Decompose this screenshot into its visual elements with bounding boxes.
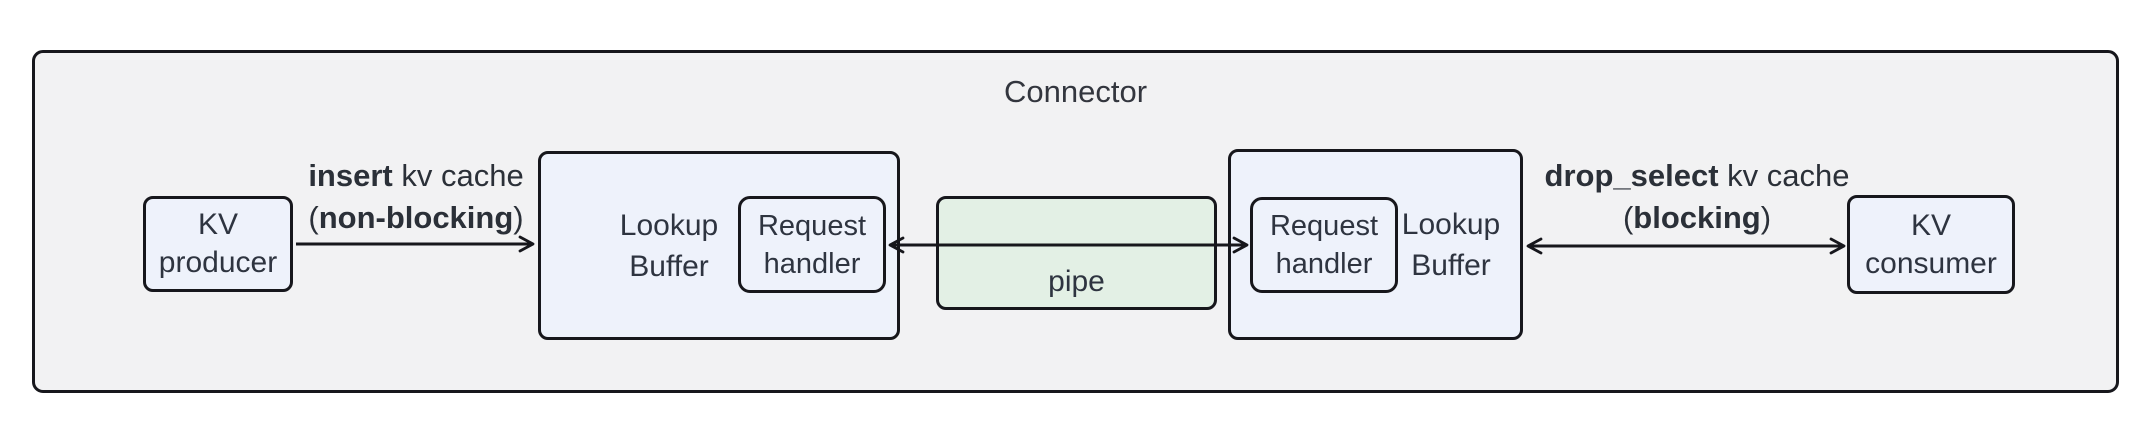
insert-rest: kv cache — [392, 158, 524, 193]
drop-select-paren-close: ) — [1760, 200, 1772, 235]
node-pipe-label: pipe — [1048, 265, 1105, 298]
drop-select-rest: kv cache — [1718, 158, 1850, 193]
connector-title: Connector — [1003, 74, 1148, 109]
request-left-line2: handler — [763, 247, 861, 280]
request-left-line1: Request — [757, 209, 866, 242]
lookup-left-line1: Lookup — [619, 208, 719, 242]
node-lookup-buffer-right: Request handler Lookup Buffer — [1228, 149, 1523, 340]
lookup-left-line2: Buffer — [629, 249, 709, 283]
drop-select-edge-label: drop_select kv cache (blocking) — [1532, 155, 1862, 239]
node-request-handler-left: Request handler — [738, 196, 886, 293]
node-kv-consumer: KV consumer — [1847, 195, 2015, 294]
request-right-line1: Request — [1269, 210, 1378, 242]
node-kv-consumer-line1: KV — [1910, 208, 1952, 242]
insert-edge-label-line2: (non-blocking) — [256, 197, 576, 239]
node-kv-consumer-line2: consumer — [1865, 246, 1997, 280]
node-request-handler-right: Request handler — [1250, 197, 1398, 293]
drop-select-edge-label-line1: drop_select kv cache — [1532, 155, 1862, 197]
lookup-right-line1: Lookup — [1401, 207, 1501, 241]
insert-edge-label-line1: insert kv cache — [256, 155, 576, 197]
insert-edge-label: insert kv cache (non-blocking) — [256, 155, 576, 239]
drop-select-paren-open: ( — [1622, 200, 1634, 235]
non-blocking-keyword: non-blocking — [318, 200, 514, 235]
insert-paren-open: ( — [308, 200, 319, 235]
blocking-keyword: blocking — [1633, 200, 1761, 235]
node-lookup-buffer-left-label: Lookup Buffer — [569, 154, 769, 337]
request-right-line2: handler — [1275, 248, 1373, 280]
insert-paren-close: ) — [513, 200, 524, 235]
node-lookup-buffer-left: Lookup Buffer Request handler — [538, 151, 900, 340]
lookup-right-line2: Buffer — [1411, 248, 1491, 282]
node-pipe: pipe — [936, 196, 1217, 310]
node-kv-producer-line2: producer — [158, 246, 278, 279]
drop-select-edge-label-line2: (blocking) — [1532, 197, 1862, 239]
node-kv-producer-line1: KV — [197, 208, 239, 241]
drop-select-keyword: drop_select — [1544, 158, 1719, 193]
node-kv-producer: KV producer — [143, 196, 293, 292]
insert-keyword: insert — [308, 158, 393, 193]
node-lookup-buffer-right-label: Lookup Buffer — [1382, 152, 1520, 337]
